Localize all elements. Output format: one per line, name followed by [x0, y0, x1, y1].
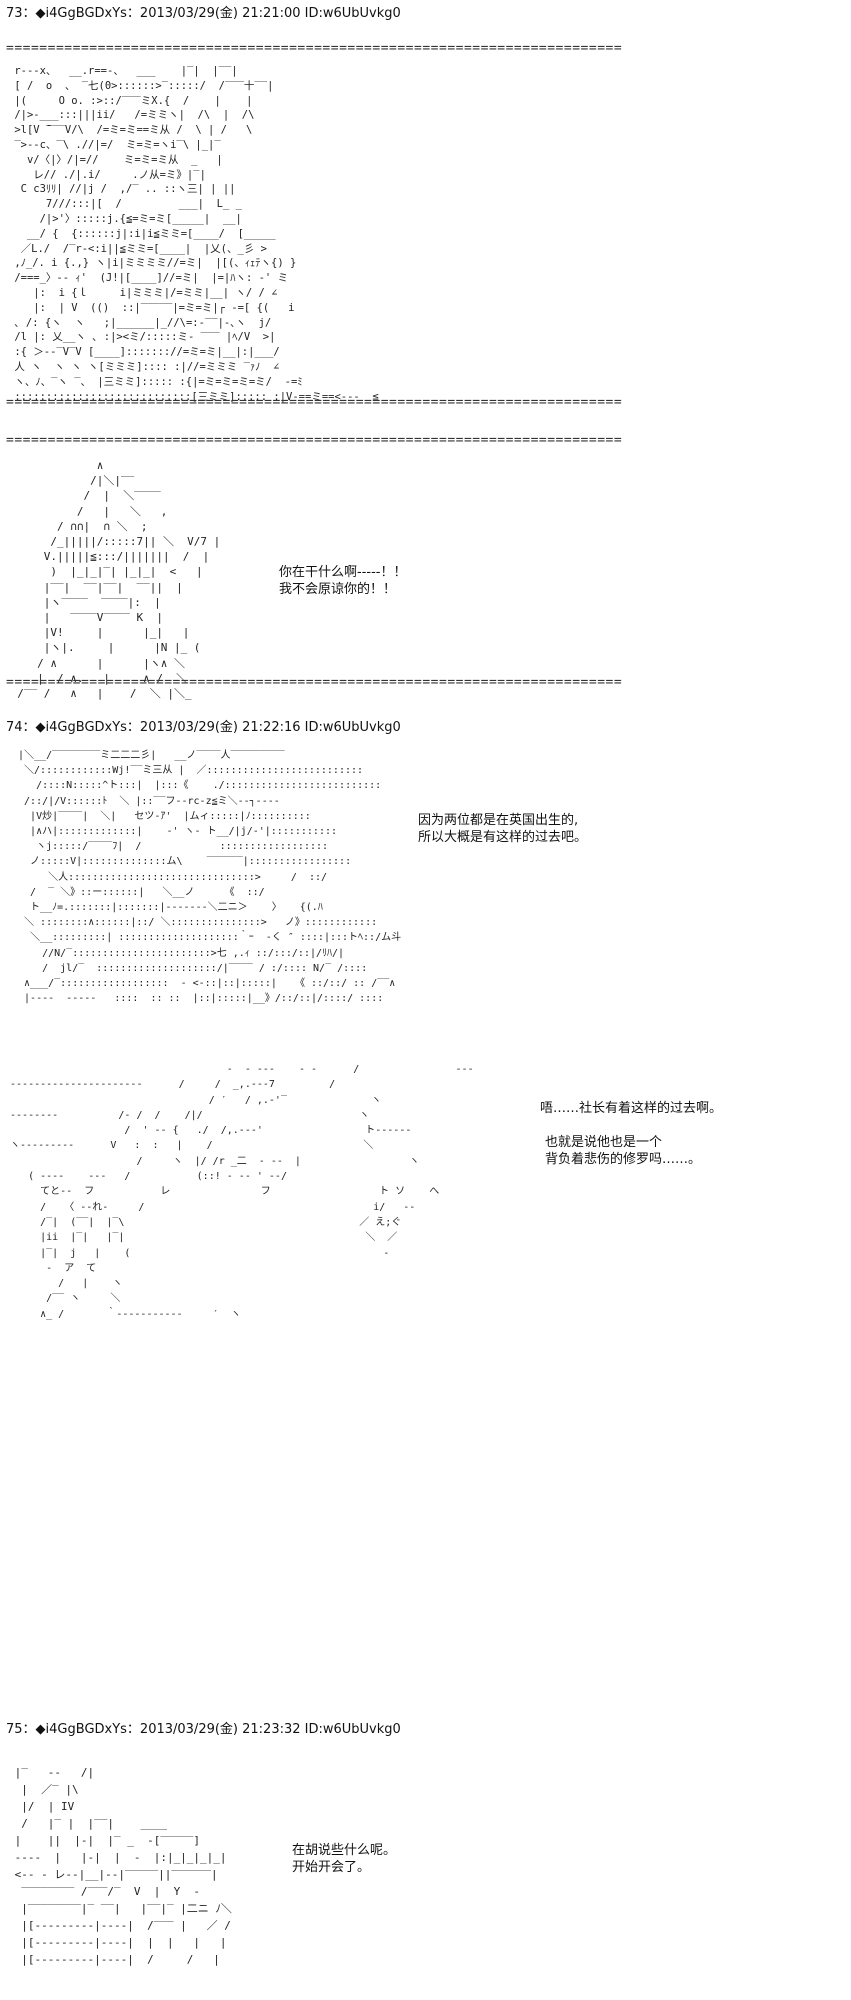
speech-line: 所以大概是有这样的过去吧。	[418, 830, 588, 845]
ascii-art: |‾ ‐‐ /| | ／‾ |\ |/ | IV / |‾ | |‾‾| ___…	[14, 1766, 232, 1966]
speech-bubble: 因为两位都是在英国出生的, 所以大概是有这样的过去吧。	[418, 812, 587, 846]
post-header: 73：◆i4GgBGDxYs：2013/03/29(金) 21:21:00 ID…	[6, 6, 401, 21]
ascii-art: r‐--x、 __.r==-、 ___ |‾| |‾‾| [ / o 、 ‾七(…	[14, 65, 379, 403]
post-header: 74：◆i4GgBGDxYs：2013/03/29(金) 21:22:16 ID…	[6, 720, 401, 735]
speech-bubble: 在胡说些什么呢。 开始开会了。	[292, 1842, 396, 1876]
speech-bubble: 也就是说他也是一个 背负着悲伤的修罗吗……。	[545, 1134, 701, 1168]
speech-bubble: 唔……社长有着这样的过去啊。	[540, 1100, 722, 1117]
speech-line: 你在干什么啊-----！！	[279, 565, 407, 580]
separator: ========================================…	[6, 676, 623, 690]
speech-line: 也就是说他也是一个	[545, 1135, 663, 1150]
speech-line: 在胡说些什么呢。	[292, 1843, 397, 1858]
speech-line: 我不会原谅你的！！	[279, 582, 397, 597]
speech-bubble: 你在干什么啊-----！！ 我不会原谅你的！！	[279, 564, 406, 598]
separator: ========================================…	[6, 396, 623, 410]
post-header: 75：◆i4GgBGDxYs：2013/03/29(金) 21:23:32 ID…	[6, 1722, 401, 1737]
speech-line: 背负着悲伤的修罗吗……。	[545, 1152, 702, 1167]
separator: ========================================…	[6, 42, 623, 56]
separator: ========================================…	[6, 434, 623, 448]
speech-line: 开始开会了。	[292, 1860, 371, 1875]
ascii-art: |＼__/‾‾‾‾‾‾‾‾ミ二二二彡| __ノ‾‾‾‾人‾‾‾‾‾‾‾‾‾ ＼/…	[18, 750, 402, 1005]
speech-line: 因为两位都是在英国出生的,	[418, 813, 579, 828]
ascii-art: ∧ /|＼|‾‾ / | ＼‾‾‾‾ / | ＼ , / ∩∩| ∩ ＼ ; /…	[17, 459, 221, 701]
speech-line: 唔……社长有着这样的过去啊。	[540, 1101, 723, 1116]
ascii-art: ‐ ‐ ‐‐‐ ‐ ‐ / ‐‐‐ ‐‐‐‐‐‐‐‐‐‐‐‐‐‐‐‐‐‐‐‐‐‐…	[10, 1064, 474, 1320]
